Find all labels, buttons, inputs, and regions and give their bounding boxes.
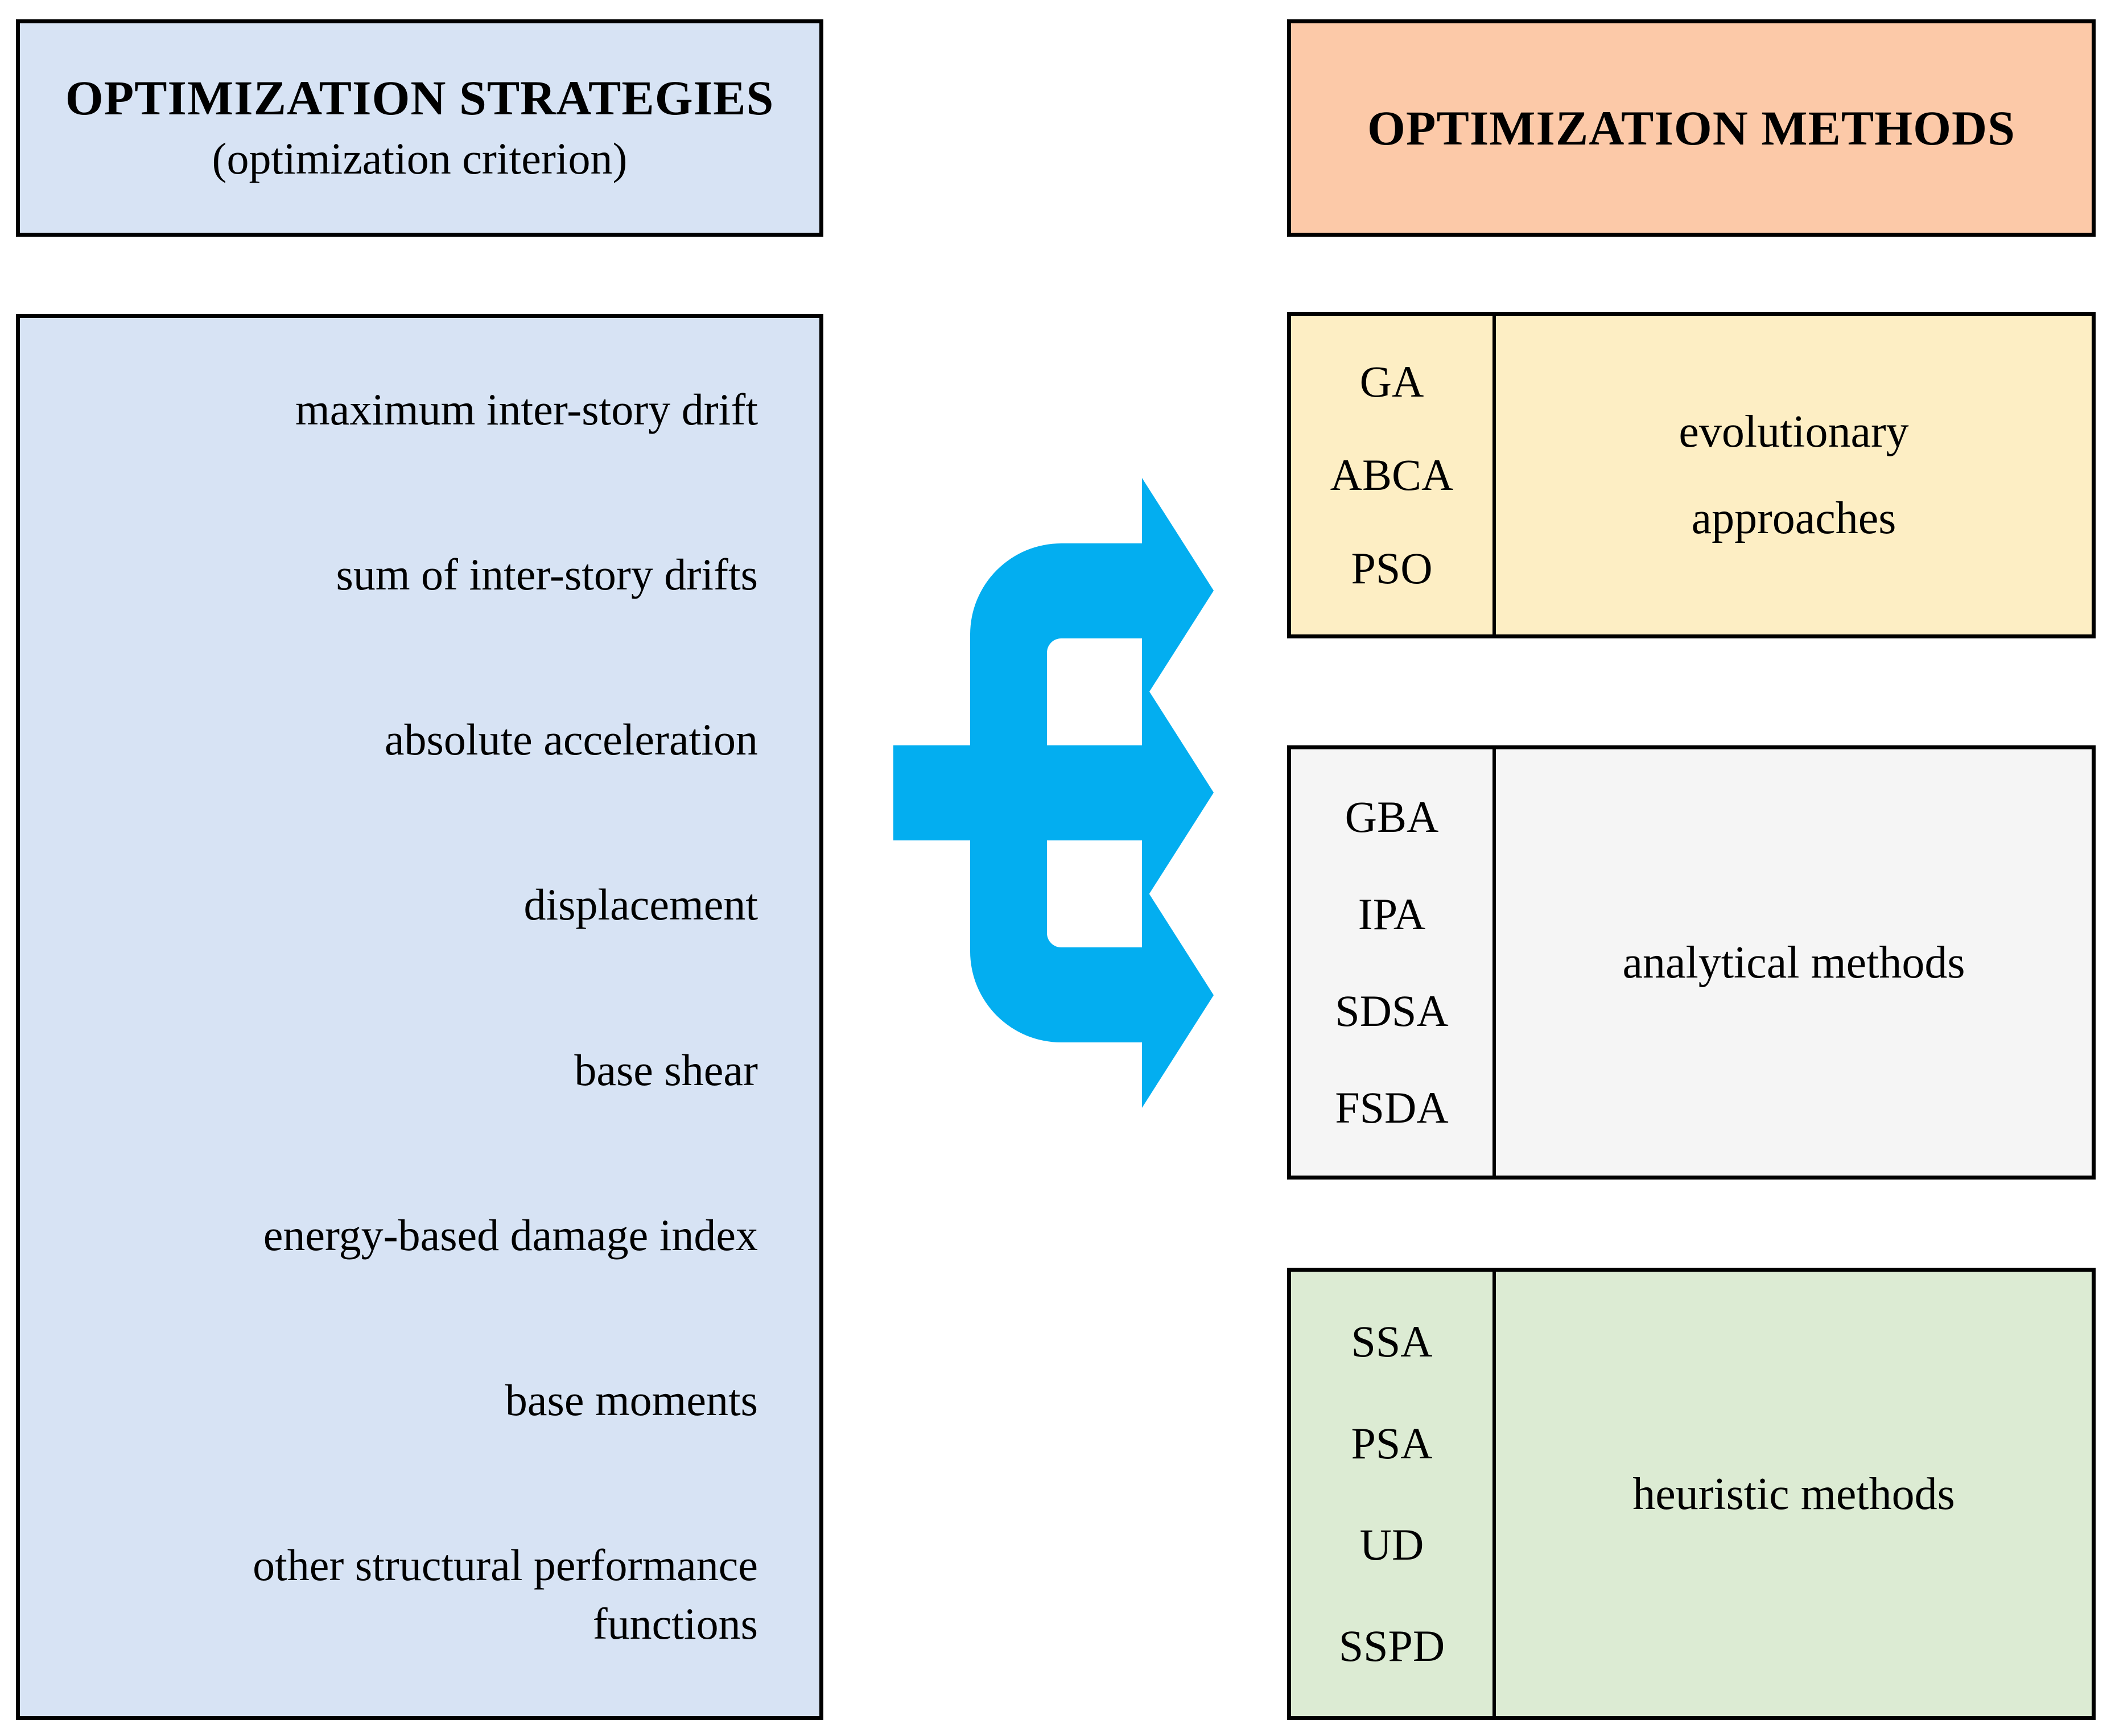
acronym-item: ABCA — [1330, 450, 1454, 500]
methods-title: OPTIMIZATION METHODS — [1367, 101, 2015, 155]
three-way-split-arrow-icon — [893, 478, 1214, 1108]
acronym-item: SSA — [1351, 1317, 1433, 1367]
acronym-item: PSA — [1351, 1418, 1433, 1468]
list-item: base moments — [505, 1375, 758, 1425]
method-group-analytical: GBA IPA SDSA FSDA analytical methods — [1287, 745, 2096, 1180]
acronym-item: SDSA — [1335, 985, 1449, 1036]
methods-header-box: OPTIMIZATION METHODS — [1287, 19, 2096, 237]
strategies-header-box: OPTIMIZATION STRATEGIES (optimization cr… — [16, 19, 823, 237]
group-label: evolutionary approaches — [1496, 316, 2092, 634]
list-item: energy-based damage index — [263, 1210, 758, 1260]
list-item: maximum inter-story drift — [295, 385, 758, 434]
group-label-line: analytical methods — [1622, 937, 1965, 988]
acronym-item: FSDA — [1335, 1083, 1449, 1133]
list-item: other structural performance functions — [253, 1540, 758, 1649]
group-label-line: evolutionary — [1679, 407, 1909, 457]
list-item: base shear — [574, 1045, 758, 1095]
acronym-item: PSO — [1351, 543, 1433, 593]
method-group-heuristic: SSA PSA UD SSPD heuristic methods — [1287, 1268, 2096, 1720]
group-label: analytical methods — [1496, 749, 2092, 1176]
strategies-criteria-box: maximum inter-story drift sum of inter-s… — [16, 314, 823, 1720]
acronym-item: UD — [1359, 1519, 1424, 1569]
criteria-list: maximum inter-story drift sum of inter-s… — [65, 381, 758, 1653]
acronym-item: IPA — [1358, 889, 1426, 939]
strategies-subtitle: (optimization criterion) — [212, 134, 628, 184]
list-item: displacement — [523, 880, 758, 930]
method-group-evolutionary: GA ABCA PSO evolutionary approaches — [1287, 312, 2096, 638]
list-item: sum of inter-story drifts — [336, 550, 758, 600]
strategies-title: OPTIMIZATION STRATEGIES — [65, 70, 774, 125]
acronym-column: SSA PSA UD SSPD — [1291, 1272, 1496, 1716]
acronym-item: GA — [1359, 357, 1424, 407]
group-label-line: approaches — [1691, 493, 1896, 543]
list-item: absolute acceleration — [384, 715, 758, 765]
group-label-line: heuristic methods — [1632, 1469, 1955, 1519]
acronym-item: SSPD — [1338, 1621, 1445, 1671]
acronym-column: GA ABCA PSO — [1291, 316, 1496, 634]
group-label: heuristic methods — [1496, 1272, 2092, 1716]
acronym-column: GBA IPA SDSA FSDA — [1291, 749, 1496, 1176]
acronym-item: GBA — [1345, 792, 1439, 842]
